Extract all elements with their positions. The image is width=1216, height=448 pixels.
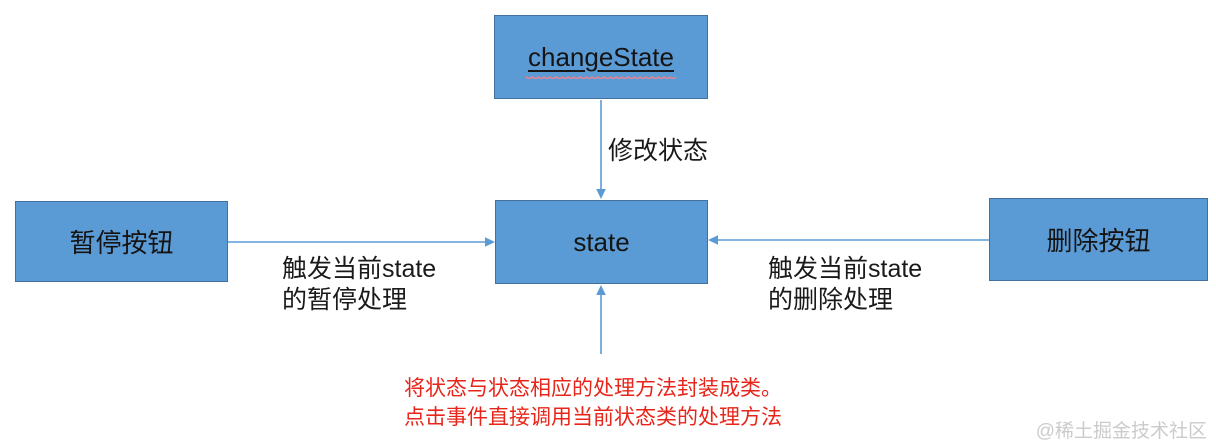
edge-label-modify-state: 修改状态 [608, 137, 709, 165]
edge-label-delete-handling: 触发当前state 的删除处理 [768, 254, 922, 316]
arrow-delete-to-state [708, 235, 989, 245]
annotation-note: 将状态与状态相应的处理方法封装成类。 点击事件直接调用当前状态类的处理方法 [293, 374, 893, 432]
edge-label-pause-line1: 触发当前state [282, 255, 437, 283]
node-delete-button-label: 删除按钮 [1046, 226, 1151, 256]
node-pause-button: 暂停按钮 [15, 201, 228, 282]
annotation-note-line2: 点击事件直接调用当前状态类的处理方法 [404, 406, 782, 429]
annotation-note-line1: 将状态与状态相应的处理方法封装成类。 [404, 377, 782, 400]
node-delete-button: 删除按钮 [989, 198, 1208, 281]
arrow-changestate-to-state [596, 100, 606, 199]
node-changestate: changeState [494, 15, 708, 99]
arrow-note-to-state [596, 285, 606, 354]
node-state: state [495, 200, 708, 284]
node-state-label: state [573, 226, 630, 257]
node-changestate-text: changeState [527, 41, 674, 72]
edge-label-delete-line2: 的删除处理 [768, 286, 894, 314]
edge-label-pause-handling: 触发当前state 的暂停处理 [282, 254, 436, 316]
arrow-pause-to-state [228, 237, 495, 247]
node-pause-button-label: 暂停按钮 [69, 228, 174, 258]
node-changestate-label: changeState [525, 41, 676, 81]
edge-label-delete-line1: 触发当前state [768, 255, 923, 283]
edge-label-pause-line2: 的暂停处理 [282, 286, 408, 314]
spellcheck-squiggle [525, 75, 676, 81]
watermark: @稀土掘金技术社区 [1035, 421, 1207, 442]
